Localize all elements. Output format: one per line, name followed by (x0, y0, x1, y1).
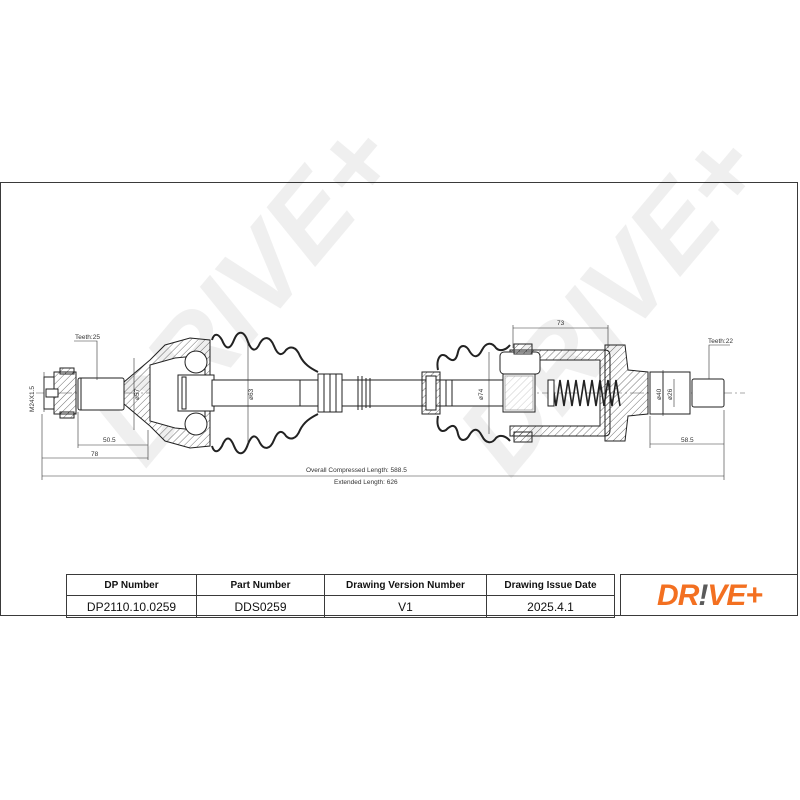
right-shaft (421, 371, 505, 415)
outer-cv-joint (123, 337, 215, 449)
value-dp-number: DP2110.10.0259 (66, 595, 197, 618)
spring (547, 379, 621, 407)
value-drawing-version: V1 (324, 595, 487, 618)
extended-length-label: Extended Length: 626 (334, 479, 398, 486)
boot-diameter-label: ø63 (248, 388, 255, 400)
left-thread-nut (43, 367, 77, 419)
logo-text-dr: DR (657, 578, 699, 612)
title-block-value-row: DP2110.10.0259 DDS0259 V1 2025.4.1 (66, 595, 615, 618)
title-block-header-row: DP Number Part Number Drawing Version Nu… (66, 574, 615, 596)
left-spline (77, 377, 125, 411)
value-part-number: DDS0259 (196, 595, 325, 618)
right-stub-dim: 58.5 (681, 437, 694, 444)
left-spline-dim: 50.5 (103, 437, 116, 444)
dimension-lines (41, 325, 730, 480)
right-stub (649, 371, 725, 415)
tripod-housing (499, 343, 649, 443)
title-block: DP Number Part Number Drawing Version Nu… (66, 574, 615, 618)
svg-text:DRIVE+: DRIVE+ (69, 100, 421, 486)
left-end-dim: 78 (91, 451, 99, 458)
right-inner-diameter-label: ø26 (667, 388, 674, 400)
right-outer-diameter-label: ø40 (656, 388, 663, 400)
left-diameter-label: ø57 (134, 388, 141, 400)
tripod-diameter-label: ø74 (478, 388, 485, 400)
header-drawing-version: Drawing Version Number (324, 574, 487, 596)
header-issue-date: Drawing Issue Date (486, 574, 615, 596)
drive-plus-logo: DR!VE+ (620, 574, 798, 616)
left-teeth-label: Teeth:25 (75, 334, 100, 341)
header-part-number: Part Number (196, 574, 325, 596)
center-shaft (361, 378, 423, 408)
left-shaft (211, 373, 363, 413)
value-issue-date: 2025.4.1 (486, 595, 615, 618)
left-boot (211, 331, 319, 455)
right-boot (436, 342, 511, 444)
housing-length-dim: 73 (557, 320, 565, 327)
logo-text-exclaim: ! (698, 578, 708, 612)
right-teeth-label: Teeth:22 (708, 338, 733, 345)
logo-text-ve-plus: VE+ (707, 578, 763, 612)
thread-label: M24X1.5 (29, 386, 36, 412)
compressed-length-label: Overall Compressed Length: 588.5 (306, 467, 407, 474)
header-dp-number: DP Number (66, 574, 197, 596)
